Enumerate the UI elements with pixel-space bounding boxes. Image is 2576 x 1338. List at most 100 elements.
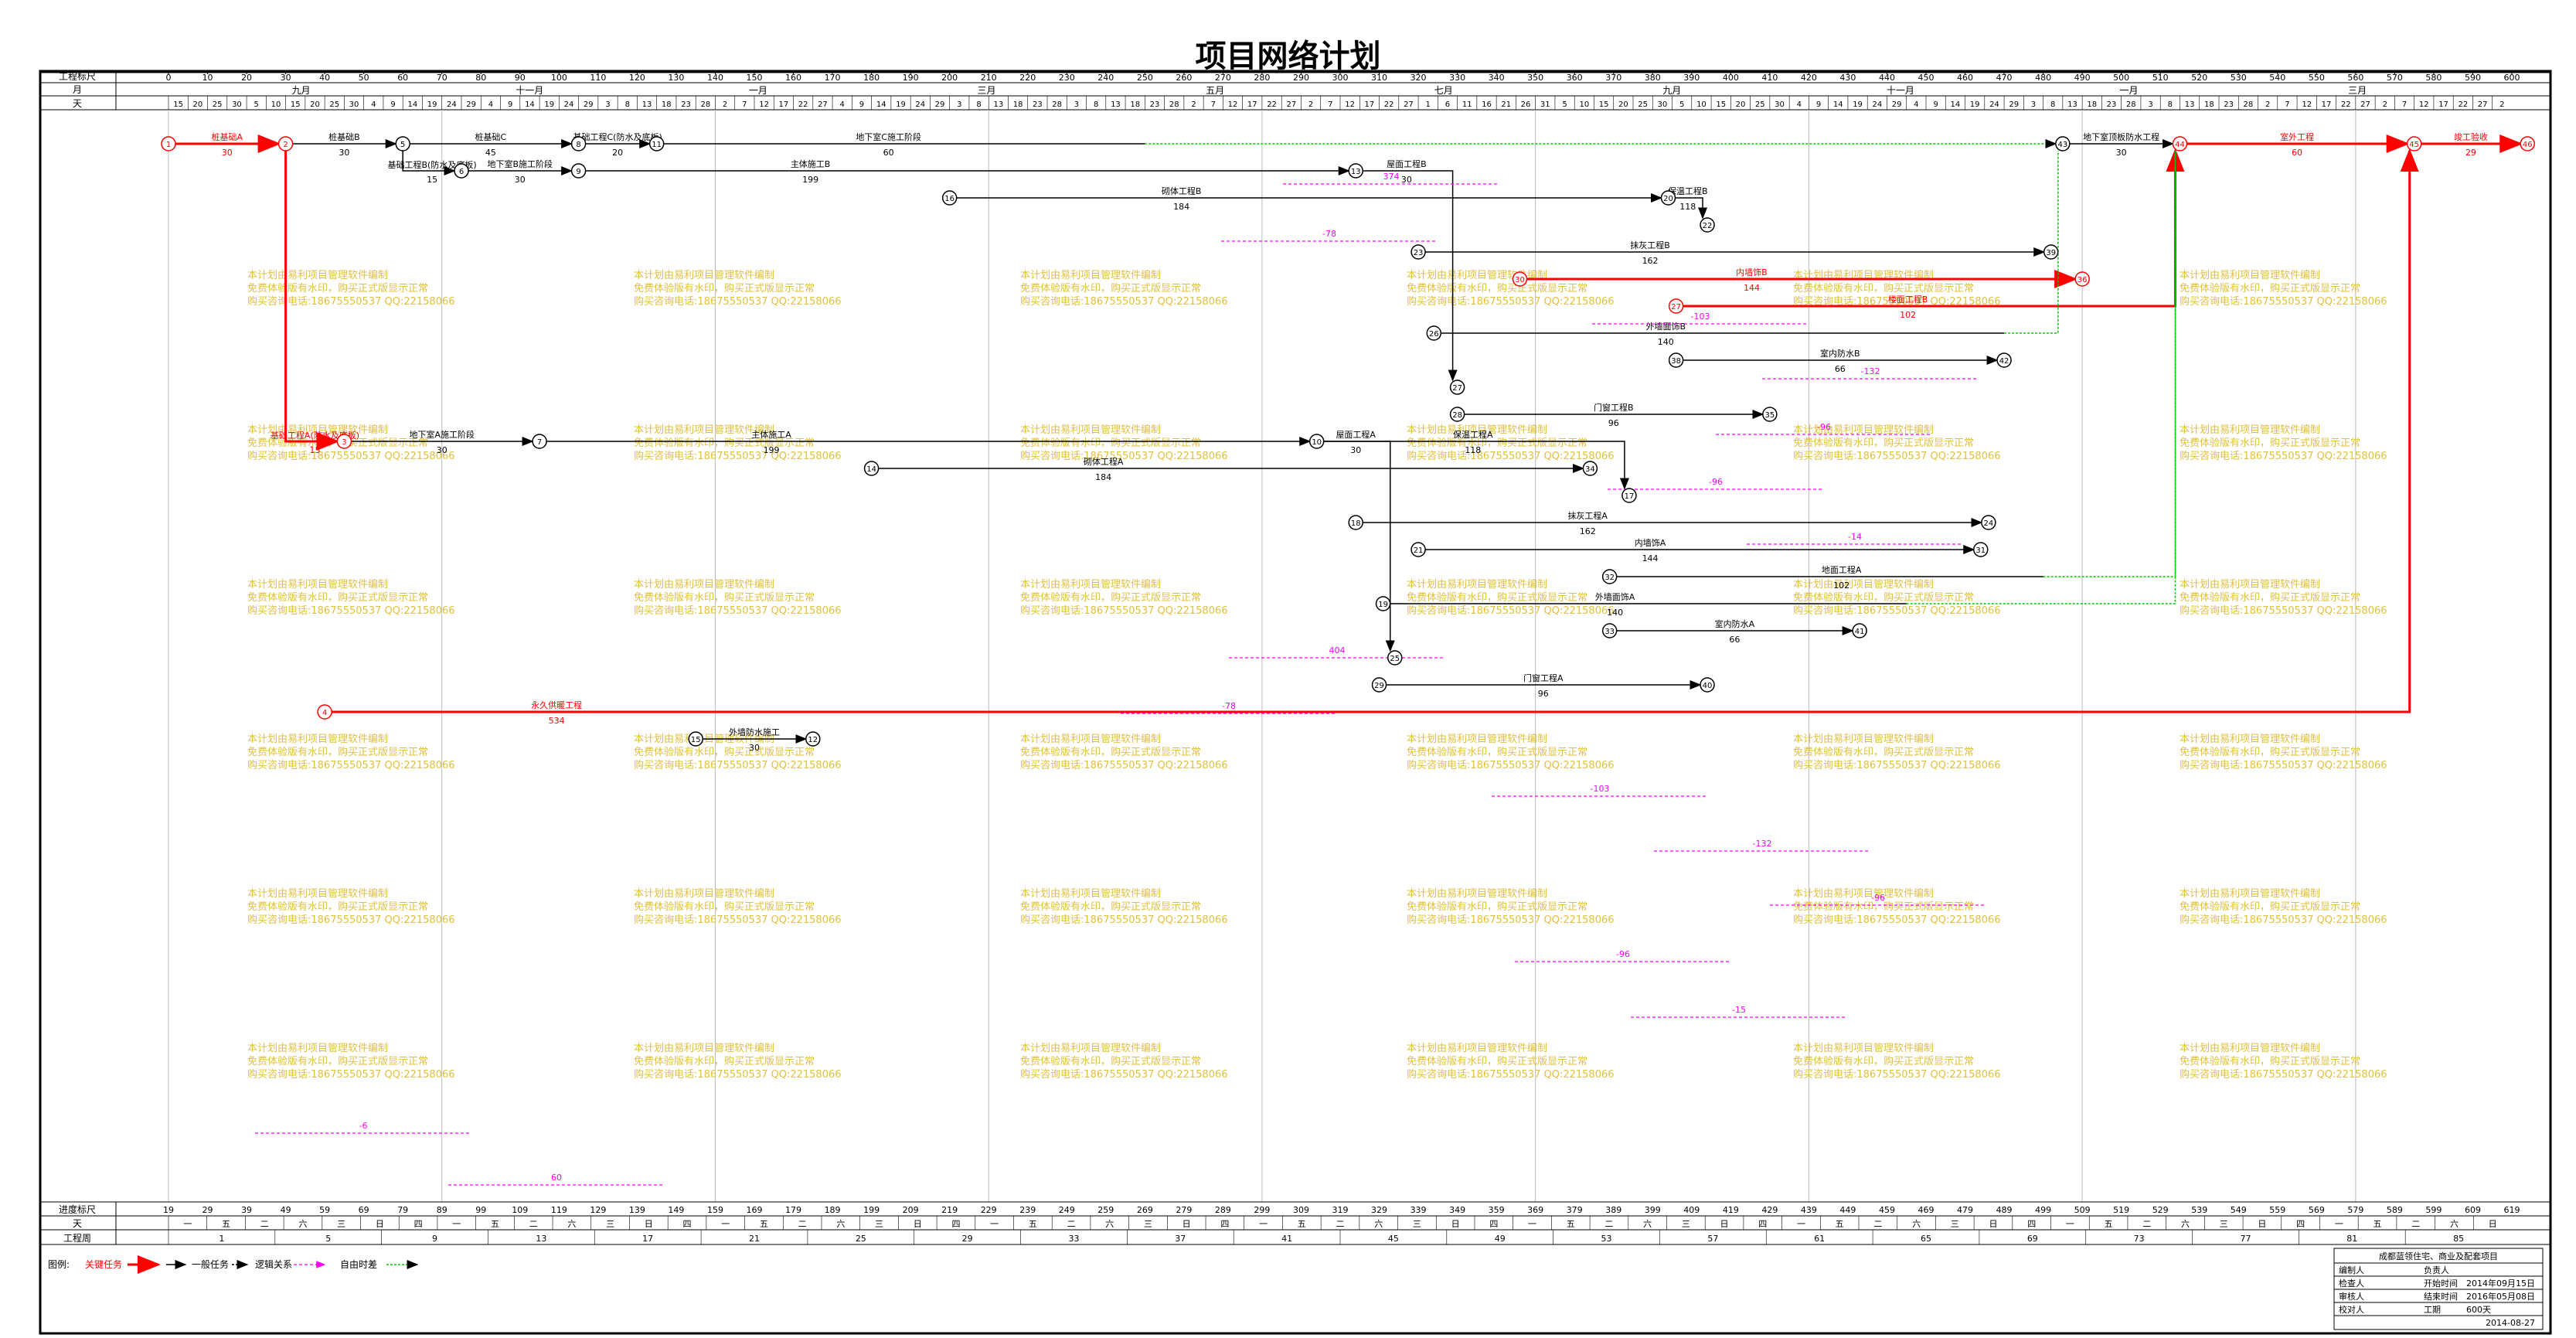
progress-tick: 189 (825, 1205, 841, 1215)
watermark-text: 购买咨询电话:18675550537 QQ:22158066 (634, 759, 842, 771)
watermark-text: 购买咨询电话:18675550537 QQ:22158066 (247, 450, 455, 462)
event-node (1981, 515, 1996, 530)
event-node (1601, 569, 1618, 584)
week-label: 53 (1601, 1234, 1612, 1244)
week-label: 25 (856, 1234, 866, 1244)
week-label: 85 (2453, 1234, 2464, 1244)
day-label: 28 (2244, 100, 2254, 109)
watermark-text: 本计划由易利项目管理软件编制 (634, 424, 774, 436)
legend-label: 图例: (48, 1259, 70, 1270)
event-node-label: 23 (1414, 249, 1424, 257)
scale-tick: 560 (2347, 73, 2363, 83)
watermark-text: 免费体验版有水印，购买正式版显示正常 (2180, 901, 2360, 913)
day-label: 4 (371, 100, 376, 109)
float-label: 60 (551, 1173, 562, 1183)
progress-tick: 409 (1683, 1205, 1700, 1215)
watermark-text: 本计划由易利项目管理软件编制 (1793, 734, 1934, 745)
task-name: 基础工程B(防水及底板) (388, 159, 477, 170)
watermark-text: 购买咨询电话:18675550537 QQ:22158066 (1407, 450, 1615, 462)
progress-tick: 519 (2113, 1205, 2129, 1215)
event-node-label: 18 (1351, 519, 1361, 528)
info-cell: 工期 (2424, 1305, 2441, 1315)
day-label: 30 (1775, 100, 1785, 109)
task-duration: 162 (1642, 256, 1659, 266)
event-node (1411, 244, 1426, 260)
weekday-label: 三 (1413, 1219, 1421, 1229)
task-duration: 102 (1833, 580, 1849, 591)
day-label: 15 (173, 100, 183, 109)
float-label: -78 (1222, 701, 1236, 711)
event-node-label: 2 (283, 141, 288, 149)
progress-tick: 419 (1723, 1205, 1739, 1215)
day-label: 9 (390, 100, 395, 109)
scale-tick: 300 (1332, 73, 1349, 83)
day-label: 23 (681, 100, 691, 109)
event-node (277, 136, 294, 152)
day-label: 12 (1228, 100, 1238, 109)
progress-tick: 439 (1801, 1205, 1817, 1215)
watermark-text: 免费体验版有水印，购买正式版显示正常 (247, 746, 428, 758)
weekday-label: 五 (1567, 1219, 1575, 1229)
day-label: 4 (1797, 100, 1802, 109)
event-node (1660, 190, 1676, 206)
day-label: 20 (310, 100, 320, 109)
task-duration: 118 (1679, 202, 1696, 212)
weekday-label: 日 (1183, 1219, 1191, 1229)
watermark-text: 免费体验版有水印，购买正式版显示正常 (2180, 282, 2360, 294)
day-label: 22 (1267, 100, 1277, 109)
progress-tick: 339 (1411, 1205, 1427, 1215)
task-duration: 184 (1095, 472, 1111, 482)
scale-tick: 450 (1918, 73, 1935, 83)
day-label: 13 (2185, 100, 2195, 109)
task-duration: 96 (1608, 418, 1619, 428)
task-duration: 66 (1835, 364, 1846, 374)
day-label: 13 (993, 100, 1003, 109)
task-duration: 60 (2292, 148, 2302, 158)
watermark-text: 购买咨询电话:18675550537 QQ:22158066 (1793, 604, 2001, 617)
scale-tick: 120 (629, 73, 645, 83)
weekday-label: 四 (683, 1219, 692, 1229)
event-node-label: 31 (1975, 546, 1986, 555)
progress-tick: 359 (1489, 1205, 1505, 1215)
weekday-label: 五 (1836, 1219, 1844, 1229)
task-name: 保温工程A (1453, 429, 1493, 440)
scale-tick: 380 (1645, 73, 1661, 83)
day-label: 28 (700, 100, 710, 109)
watermark-text: 购买咨询电话:18675550537 QQ:22158066 (247, 295, 455, 308)
progress-tick: 99 (475, 1205, 486, 1215)
day-label: 30 (349, 100, 359, 109)
scale-tick: 360 (1567, 73, 1583, 83)
day-label: 31 (1540, 100, 1550, 109)
weekday-label: 四 (1220, 1219, 1229, 1229)
progress-tick: 209 (903, 1205, 919, 1215)
day-label: 8 (1094, 100, 1098, 109)
task-name: 地下室B施工阶段 (488, 158, 553, 169)
month-label: 三月 (2348, 85, 2367, 96)
watermark-text: 购买咨询电话:18675550537 QQ:22158066 (247, 759, 455, 771)
watermark-text: 购买咨询电话:18675550537 QQ:22158066 (1020, 759, 1228, 771)
day-label: 2 (1308, 100, 1313, 109)
watermark-text: 购买咨询电话:18675550537 QQ:22158066 (1793, 450, 2001, 462)
watermark-text: 本计划由易利项目管理软件编制 (1407, 1043, 1547, 1054)
watermark-text: 购买咨询电话:18675550537 QQ:22158066 (1407, 604, 1615, 617)
progress-tick: 569 (2309, 1205, 2325, 1215)
task-name: 屋面工程A (1336, 430, 1376, 440)
watermark-text: 免费体验版有水印，购买正式版显示正常 (247, 591, 428, 604)
week-label: 45 (1388, 1234, 1399, 1244)
weekday-label: 一 (1797, 1219, 1805, 1229)
task-name: 砌体工程B (1162, 186, 1202, 196)
weekday-label: 一 (452, 1219, 461, 1229)
legend-normal-label: 一般任务 (192, 1258, 229, 1270)
task-name: 屋面工程B (1387, 159, 1427, 169)
event-node-label: 41 (1855, 628, 1865, 636)
task-duration: 144 (1642, 553, 1659, 563)
day-label: 15 (291, 100, 301, 109)
weekday-label: 六 (567, 1219, 576, 1229)
progress-tick: 19 (163, 1205, 174, 1215)
progress-tick: 219 (941, 1205, 958, 1215)
float-label: 404 (1329, 645, 1346, 655)
progress-tick: 199 (863, 1205, 880, 1215)
day-label: 3 (1074, 100, 1079, 109)
task-duration: 20 (612, 148, 623, 158)
progress-tick: 529 (2152, 1205, 2169, 1215)
